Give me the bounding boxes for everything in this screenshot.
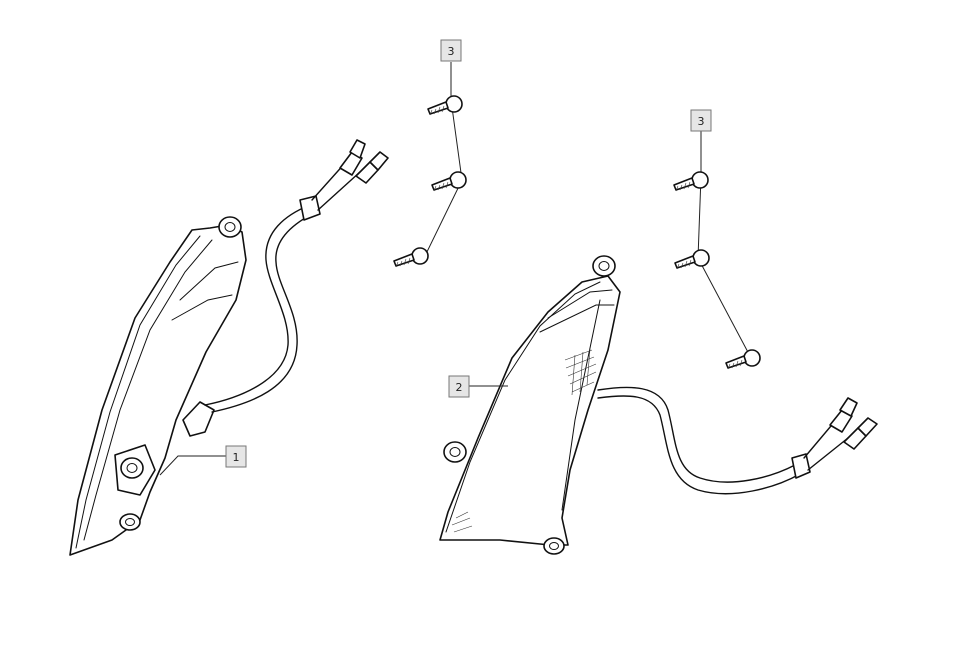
right-lens-hatching bbox=[451, 348, 597, 533]
callout-3-right: 3 bbox=[690, 109, 712, 132]
screw-left-3 bbox=[393, 247, 429, 268]
svg-text:3: 3 bbox=[448, 45, 455, 58]
left-bottom-mount bbox=[119, 513, 141, 531]
right-side-mount bbox=[443, 441, 467, 463]
right-upper-mount bbox=[592, 255, 616, 277]
callout-2: 2 bbox=[448, 375, 470, 398]
right-indicator-lens bbox=[439, 275, 621, 546]
screw-group-left bbox=[393, 62, 467, 268]
screw-left-2 bbox=[431, 171, 467, 192]
screw-right-2 bbox=[674, 249, 710, 270]
right-wire-harness bbox=[597, 386, 796, 483]
callout-1: 1 bbox=[225, 445, 247, 468]
svg-text:1: 1 bbox=[233, 451, 240, 464]
left-wire-harness bbox=[204, 204, 311, 406]
callout-3-left: 3 bbox=[440, 39, 462, 62]
right-bottom-mount bbox=[543, 537, 565, 555]
svg-text:3: 3 bbox=[698, 115, 705, 128]
right-connector-b bbox=[843, 417, 878, 450]
left-indicator-assembly bbox=[69, 139, 389, 556]
screw-right-3 bbox=[725, 349, 761, 370]
screw-group-right bbox=[673, 130, 761, 370]
left-wire-grommet bbox=[182, 401, 215, 437]
callout-leader-1 bbox=[159, 455, 226, 476]
right-indicator-assembly bbox=[439, 255, 878, 555]
left-upper-mount bbox=[218, 216, 242, 238]
left-connector-a bbox=[339, 139, 366, 176]
screw-right-1 bbox=[673, 171, 709, 192]
left-indicator-lens bbox=[69, 224, 247, 556]
left-connector-b bbox=[355, 151, 389, 184]
left-lower-mount bbox=[114, 444, 156, 496]
svg-text:2: 2 bbox=[456, 381, 463, 394]
right-connector-a bbox=[829, 397, 858, 433]
screw-left-1 bbox=[427, 95, 463, 116]
